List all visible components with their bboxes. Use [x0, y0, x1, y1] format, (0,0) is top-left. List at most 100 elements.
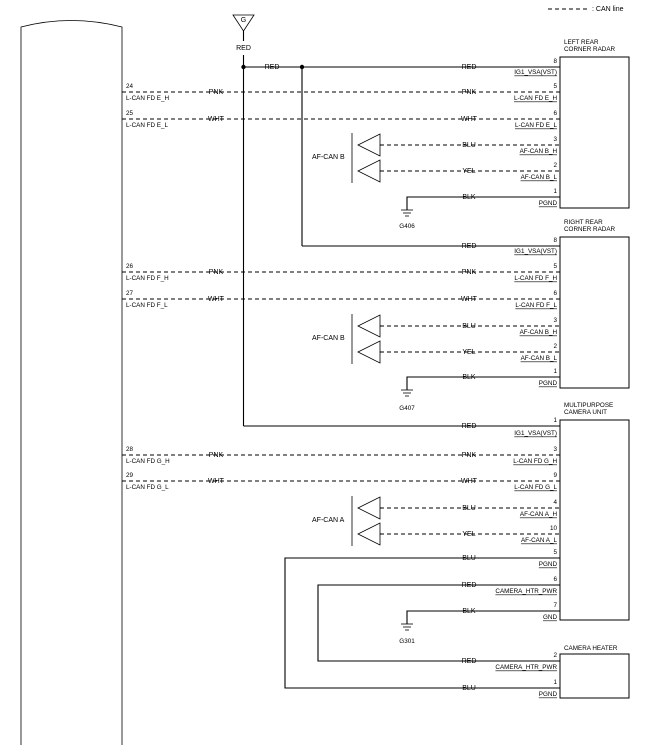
junction-dot	[299, 64, 305, 70]
component-title: CAMERA HEATER	[564, 645, 618, 652]
wire-color: BLU	[462, 505, 476, 512]
ground-label: G407	[399, 405, 415, 412]
pin-name: AF-CAN B_H	[520, 148, 558, 155]
pin-name: GND	[543, 614, 557, 621]
terminator-icon	[357, 340, 381, 364]
component-title: CORNER RADAR	[564, 46, 616, 53]
heater-power-loop-wire	[317, 584, 560, 662]
wire-color: WHT	[461, 116, 478, 123]
source-letter: G	[241, 17, 246, 24]
wire-color: YEL	[462, 349, 475, 356]
wire-color: BLU	[462, 685, 476, 692]
pin-name: AF-CAN B_L	[521, 355, 558, 362]
pin-name: IG1_VSA(VST)	[514, 430, 557, 437]
component-title: LEFT REAR	[564, 39, 599, 46]
ground-label: G406	[399, 223, 415, 230]
wire-color: WHT	[461, 296, 478, 303]
pin-number: 1	[553, 417, 557, 424]
component-box	[559, 653, 630, 699]
component-right-rear-corner-radar: RIGHT REAR CORNER RADAR AF-CAN B G407 RE…	[312, 219, 630, 412]
left-pin-name: L-CAN FD G_L	[126, 484, 169, 491]
ground-label: G301	[399, 638, 415, 645]
wire-color: BLU	[462, 142, 476, 149]
terminator-icon	[357, 496, 381, 520]
pin-number: 6	[553, 290, 557, 297]
wire-color: PNK	[209, 269, 224, 276]
pin-number: 9	[553, 472, 557, 479]
pin-number: 1	[553, 368, 557, 375]
pin-name: L-CAN FD E_H	[514, 95, 557, 102]
pin-number: 3	[553, 136, 557, 143]
left-pin-number: 29	[126, 472, 134, 479]
pin-name: L-CAN FD E_L	[515, 122, 557, 129]
wire-color: WHT	[208, 478, 225, 485]
pin-name: PGND	[539, 691, 558, 698]
can-fd-lines: PNK WHT PNK WHT PNK WHT 24 L-CAN FD E_H …	[122, 83, 560, 491]
pin-name: L-CAN FD G_H	[513, 458, 557, 465]
pin-number: 3	[553, 446, 557, 453]
pin-name: PGND	[539, 200, 558, 207]
wire-color: YEL	[462, 168, 475, 175]
left-pin-number: 24	[126, 83, 134, 90]
pin-name: L-CAN FD F_L	[515, 302, 557, 309]
wire-color: PNK	[462, 89, 477, 96]
power-source-g: G RED	[232, 14, 255, 52]
legend-label: : CAN line	[592, 6, 624, 13]
wire-color: RED	[462, 243, 477, 250]
pin-number: 3	[553, 317, 557, 324]
pin-number: 6	[553, 576, 557, 583]
left-pin-number: 28	[126, 446, 134, 453]
pin-name: AF-CAN A_L	[521, 537, 558, 544]
pin-number: 5	[553, 263, 557, 270]
pin-number: 1	[553, 188, 557, 195]
pin-number: 7	[553, 602, 557, 609]
component-title: RIGHT REAR	[564, 219, 603, 226]
component-camera-heater: CAMERA HEATER RED BLU 2 1 CAMERA_HTR_PWR…	[462, 645, 630, 699]
pin-name: L-CAN FD F_H	[514, 275, 557, 282]
af-can-group-label: AF-CAN B	[312, 335, 345, 342]
wire-color: PNK	[209, 89, 224, 96]
wire-color: WHT	[208, 296, 225, 303]
wire-color: BLU	[462, 555, 476, 562]
pin-name: PGND	[539, 561, 558, 568]
af-can-group-label: AF-CAN A	[312, 517, 345, 524]
pin-name: AF-CAN A_H	[520, 511, 558, 518]
ground-icon	[401, 389, 413, 397]
pin-number: 10	[550, 525, 558, 532]
af-can-group-label: AF-CAN B	[312, 154, 345, 161]
ground-wire	[406, 376, 560, 390]
wire-color: BLU	[462, 323, 476, 330]
pin-number: 5	[553, 83, 557, 90]
component-title: CAMERA UNIT	[564, 409, 607, 416]
ground-icon	[401, 623, 413, 631]
pin-number: 5	[553, 549, 557, 556]
terminator-icon	[357, 314, 381, 338]
pin-name: AF-CAN B_H	[520, 329, 558, 336]
left-pin-number: 25	[126, 110, 134, 117]
wire-color: PNK	[462, 269, 477, 276]
left-pin-number: 27	[126, 290, 134, 297]
bus-wire-color: RED	[265, 64, 280, 71]
left-pin-name: L-CAN FD F_H	[126, 275, 169, 282]
pin-number: 6	[553, 110, 557, 117]
legend: : CAN line	[548, 6, 624, 13]
terminator-icon	[357, 522, 381, 546]
junction-dot	[241, 64, 246, 70]
component-multipurpose-camera-unit: MULTIPURPOSE CAMERA UNIT AF-CAN A G301 R…	[284, 402, 630, 689]
pin-name: PGND	[539, 380, 558, 387]
pin-number: 4	[553, 499, 557, 506]
left-pin-name: L-CAN FD F_L	[126, 302, 168, 309]
pin-number: 8	[553, 237, 557, 244]
source-wire-color: RED	[236, 45, 251, 52]
component-title: CORNER RADAR	[564, 226, 616, 233]
ground-icon	[401, 209, 413, 217]
wire-color: PNK	[462, 452, 477, 459]
pin-name: CAMERA_HTR_PWR	[495, 588, 557, 595]
component-left-rear-corner-radar: LEFT REAR CORNER RADAR AF-CAN B G406 RED…	[312, 39, 630, 230]
pin-number: 2	[553, 343, 557, 350]
component-box	[559, 419, 630, 621]
pin-name: IG1_VSA(VST)	[514, 69, 557, 76]
ground-wire	[406, 196, 560, 210]
wire-color: WHT	[461, 478, 478, 485]
